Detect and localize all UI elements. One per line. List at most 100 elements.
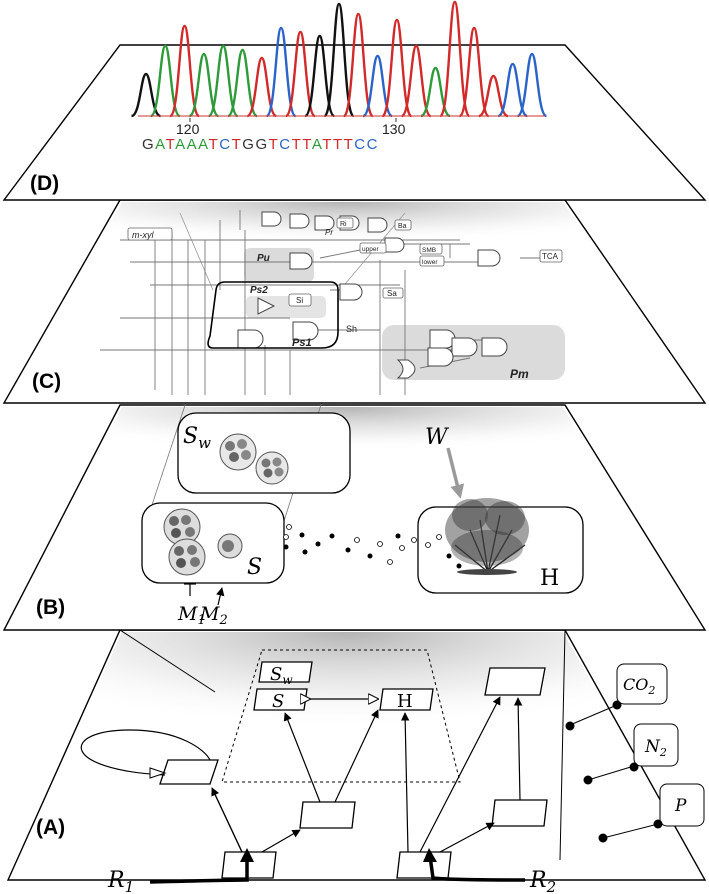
pu-label: Pu [257,253,270,264]
base-sequence: GATAAATCTGGTCTTATTTCC [142,136,379,153]
mxyl-box [127,227,173,241]
base-2: T [166,136,176,153]
base-1: A [155,136,165,153]
box-bottom-left [221,851,277,879]
upper-label: upper [362,246,379,253]
base-17: T [333,136,344,153]
trace-peak [284,30,317,118]
b-w-label: W [425,425,450,450]
base-7: C [219,136,231,153]
p-dot-a [598,833,608,843]
arrow-br-rightmid [439,822,495,853]
trace-peak [381,18,413,118]
r1-label: R1 [107,868,134,894]
trace-peak [478,74,509,118]
a-s-w-label: Sw [270,664,293,687]
base-10: G [255,136,268,153]
base-4: A [187,136,199,153]
mxyl-label: m-xyl [132,230,154,240]
exchange-dots [283,524,462,569]
sa-label: Sa [387,289,397,298]
box-left [159,759,219,785]
base-9: G [242,136,255,153]
box-mid [299,801,356,829]
tca-box [539,249,563,263]
sa-box [382,287,404,299]
trace-peak [516,52,548,118]
s-compartment [141,502,285,584]
sh-label: Sh [346,324,357,334]
r2-label: R2 [529,868,556,894]
base-5: A [198,136,208,153]
p-box [659,783,705,827]
trace-peak [304,34,336,118]
n2-box [633,723,679,767]
sw-cells [219,433,289,485]
panel-a-shadow [60,632,640,770]
panel-d-plane [2,44,707,201]
lower-box [419,255,445,267]
panel-b: Sw S [2,344,707,631]
box-bottom-right [396,851,452,879]
co2-label: CO2 [623,675,655,697]
ri-box [336,217,354,229]
self-loop [80,729,211,776]
panel-c: m-xyl Pr Ri Ba upper SMB lower TCA Pu Ps… [2,199,707,404]
n2-dot-b [629,762,639,772]
base-11: T [269,136,280,153]
panel-c-shadow [90,202,600,260]
arrow-br-top [419,696,501,853]
lower-label: lower [422,259,438,266]
dashed-region [221,649,461,783]
pm-label: Pm [510,367,529,381]
trace-peak [207,44,239,118]
projection-line-left [119,629,216,693]
m2-label: M2 [199,603,228,628]
base-6: T [209,136,220,153]
trace-peak [439,0,471,118]
trace-peak [497,62,528,118]
base-12: C [279,136,291,153]
trace-peak [342,12,374,118]
trace-peak [458,26,490,118]
trace-peak [226,48,259,118]
upper-box [359,242,387,254]
box-right-mid [491,799,548,827]
ps-zoom-region [207,281,339,349]
si-label: Si [296,296,303,305]
box-top-right [484,667,546,696]
base-3: A [175,136,187,153]
co2-dot-a [565,721,575,731]
arrow-bl-mid [261,829,301,853]
arrow-mid-h [334,709,379,803]
trace-peak [168,24,201,118]
arrow-rightmid-top [513,697,523,801]
a-h-label: H [397,691,413,712]
trace-peak [400,44,432,118]
box-s [253,688,308,711]
ba-box [394,219,412,231]
smb-box [419,243,443,255]
m2-arrow [216,587,225,606]
r2-arrow [428,855,526,882]
smb-label: SMB [422,247,436,254]
pr-label: Pr [325,228,333,237]
base-19: C [354,136,366,153]
trace-peak [149,44,181,118]
sw-compartment [177,412,351,494]
p-dot-b [653,819,663,829]
tca-label: TCA [542,252,559,261]
shrub-icon [445,498,529,575]
n2-dot-a [583,775,593,785]
trace-peak [265,26,297,118]
base-14: T [302,136,312,153]
panel-a: Sw S H R1 R2 CO2 N2 [6,629,707,894]
trace-peak [188,52,220,118]
base-8: T [232,136,243,153]
b-sw-label: Sw [183,424,211,452]
tick-130: 130 [382,121,406,137]
box-s-w [258,661,313,683]
panel-d-label: (D) [30,172,59,195]
projection-line-right [559,629,566,861]
